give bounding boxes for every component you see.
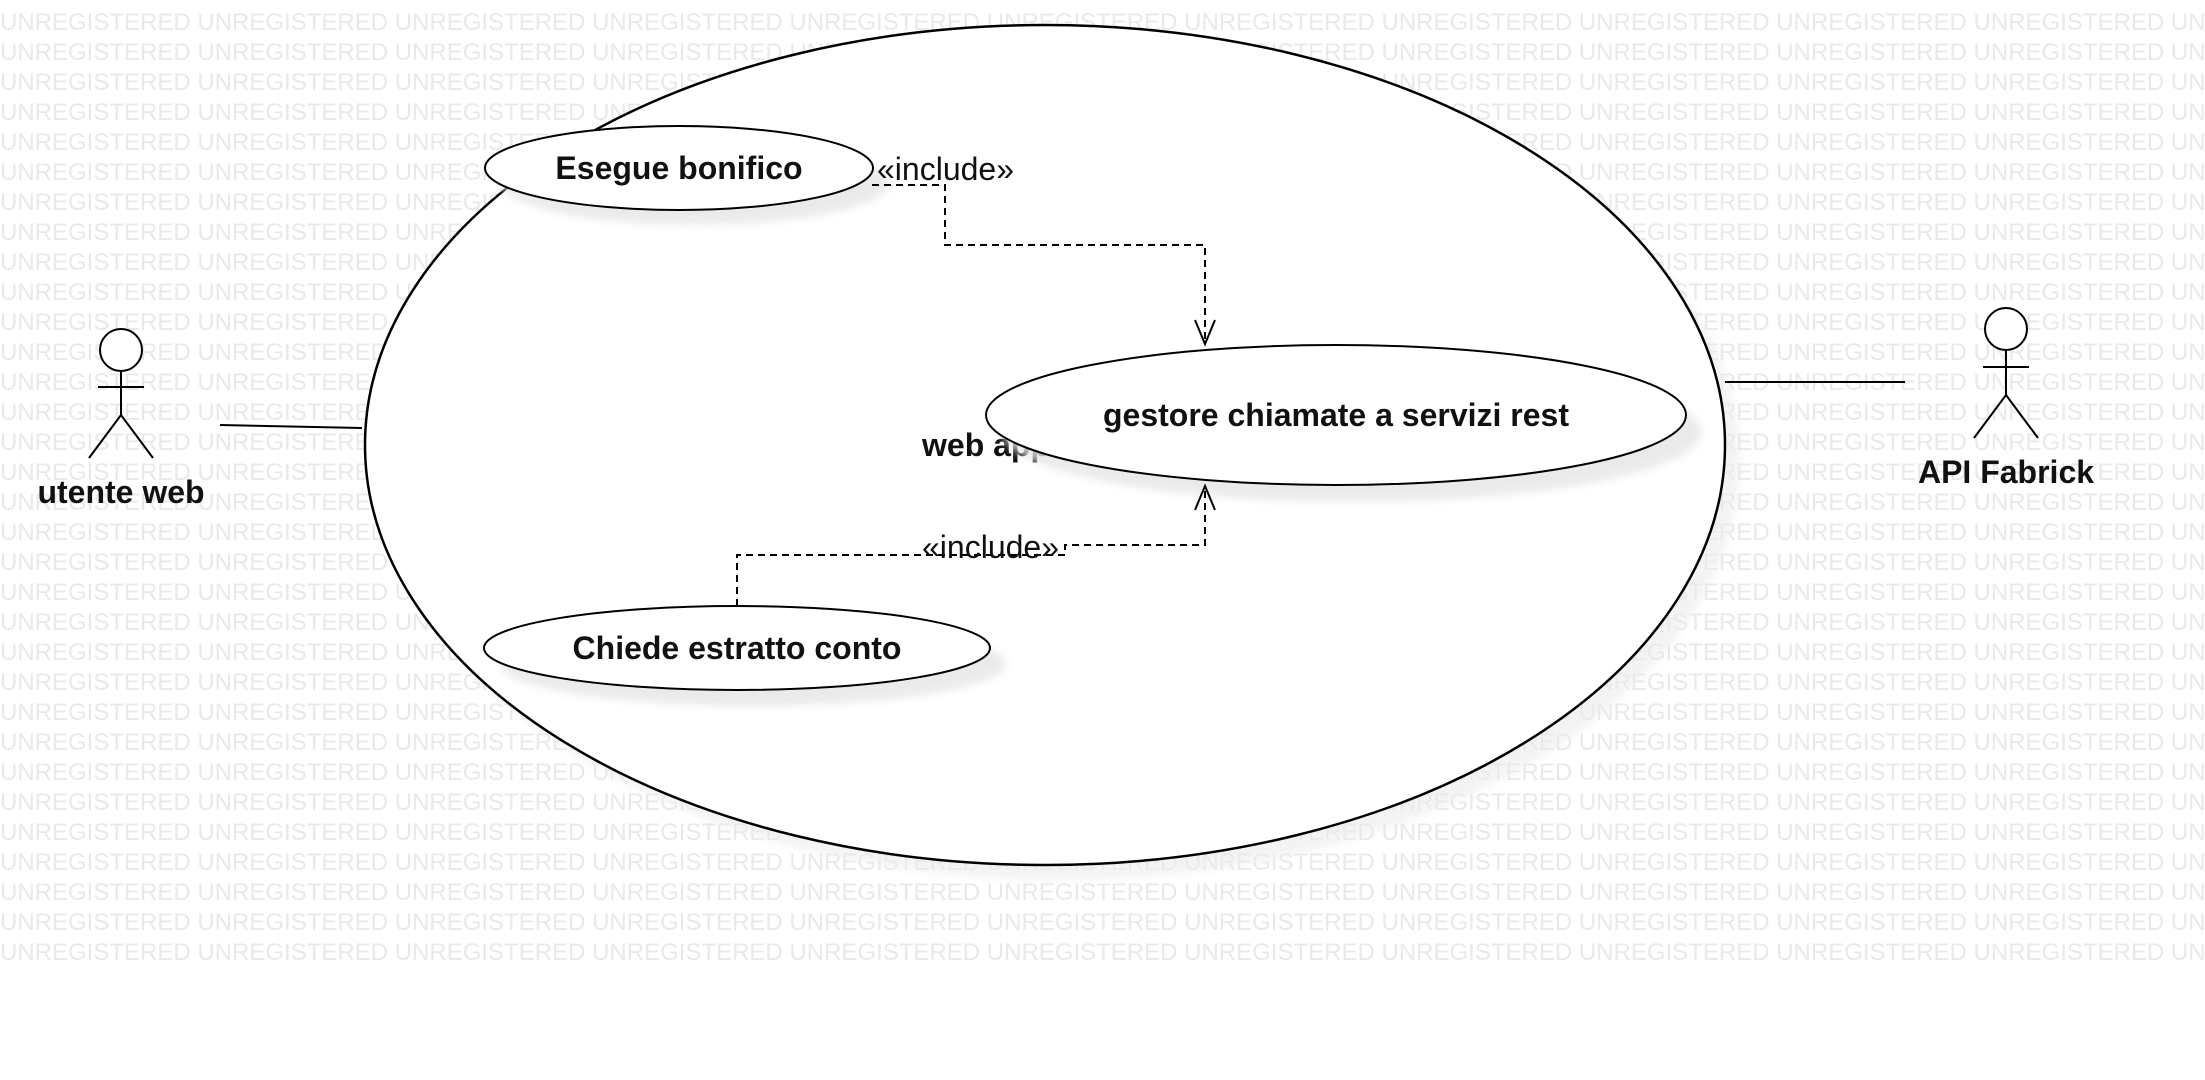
- actor-api-label: API Fabrick: [1918, 454, 2094, 490]
- watermark-line: UNREGISTERED UNREGISTERED UNREGISTERED U…: [0, 879, 2205, 906]
- use-case-gestore-label: gestore chiamate a servizi rest: [1103, 397, 1569, 433]
- actor-utente-head-icon: [99, 328, 143, 372]
- actor-api-head-icon: [1984, 307, 2028, 351]
- use-case-bonifico-label: Esegue bonifico: [555, 150, 802, 186]
- include-relation-estratto[interactable]: [736, 488, 1206, 606]
- actor-utente-web[interactable]: [88, 328, 154, 459]
- association-utente[interactable]: [219, 424, 363, 429]
- include-label-top: «include»: [877, 151, 1014, 187]
- use-case-bonifico[interactable]: [484, 125, 874, 211]
- actor-utente-label: utente web: [37, 474, 204, 510]
- use-case-estratto-label: Chiede estratto conto: [573, 630, 902, 666]
- include-arrowhead-estratto: [1194, 483, 1216, 511]
- include-arrowhead-bonifico: [1194, 319, 1216, 347]
- actor-api-fabrick[interactable]: [1973, 307, 2039, 439]
- watermark-line: UNREGISTERED UNREGISTERED UNREGISTERED U…: [0, 939, 2205, 966]
- use-case-gestore[interactable]: [985, 344, 1687, 486]
- include-relation-bonifico[interactable]: [872, 184, 1206, 342]
- include-label-bottom: «include»: [922, 529, 1059, 565]
- watermark-line: UNREGISTERED UNREGISTERED UNREGISTERED U…: [0, 909, 2205, 936]
